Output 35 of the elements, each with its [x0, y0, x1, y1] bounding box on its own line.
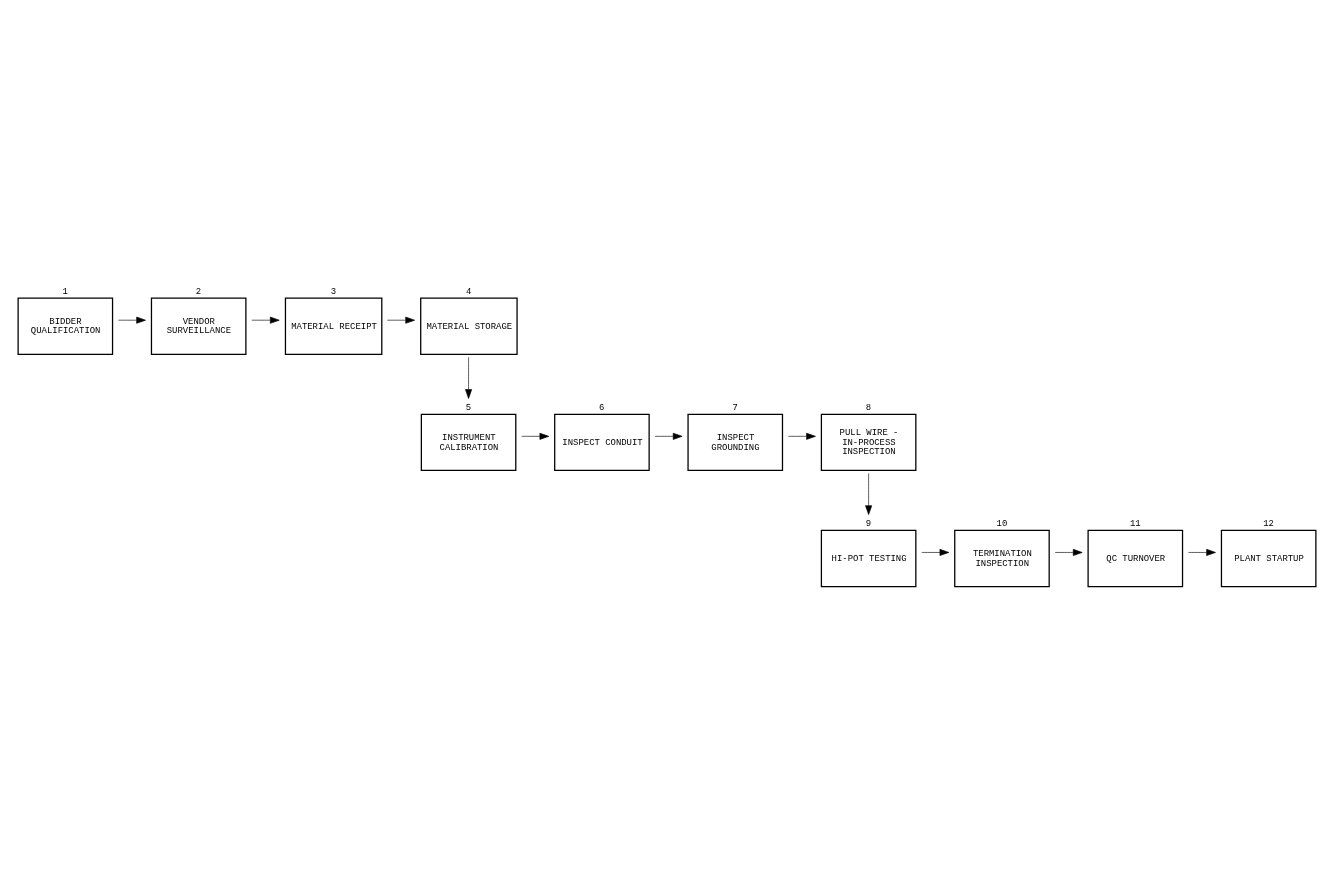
node-box: PLANT STARTUP	[1220, 529, 1317, 587]
node-label: 6	[599, 402, 605, 413]
node-box: MATERIAL RECEIPT	[284, 297, 383, 355]
node-label: 8	[865, 402, 872, 413]
node-label: 2	[195, 286, 202, 297]
node-box: INSPECT GROUNDING	[687, 413, 784, 471]
arrow	[788, 432, 816, 440]
arrow	[1054, 548, 1083, 556]
node-box: MATERIAL STORAGE	[420, 297, 518, 355]
arrow	[921, 548, 950, 556]
node-box: QC TURNOVER	[1087, 529, 1184, 587]
node-box: TERMINATION INSPECTION	[954, 529, 1050, 587]
node-label: 9	[865, 518, 872, 529]
arrow	[251, 316, 280, 324]
node-box: INSTRUMENT CALIBRATION	[420, 413, 517, 471]
node-label: 11	[1129, 518, 1141, 529]
node-label: 10	[996, 518, 1008, 529]
arrow	[654, 432, 683, 440]
node-label: 3	[330, 286, 337, 297]
node-label: 7	[732, 402, 738, 413]
arrow	[465, 356, 472, 399]
node-box: HI-POT TESTING	[820, 529, 917, 587]
node-box: BIDDER QUALIFICATION	[17, 297, 114, 355]
arrow	[387, 316, 415, 324]
node-label: 12	[1263, 518, 1274, 529]
node-box: PULL WIRE - IN-PROCESS INSPECTION	[820, 413, 917, 471]
arrow	[865, 472, 873, 515]
node-label: 1	[62, 286, 68, 297]
arrow	[1188, 548, 1216, 556]
node-label: 4	[466, 286, 472, 297]
arrow	[118, 316, 146, 324]
node-label: 5	[465, 402, 472, 413]
node-box: INSPECT CONDUIT	[554, 413, 650, 471]
node-box: VENDOR SURVEILLANCE	[150, 297, 247, 355]
arrow	[521, 432, 550, 440]
